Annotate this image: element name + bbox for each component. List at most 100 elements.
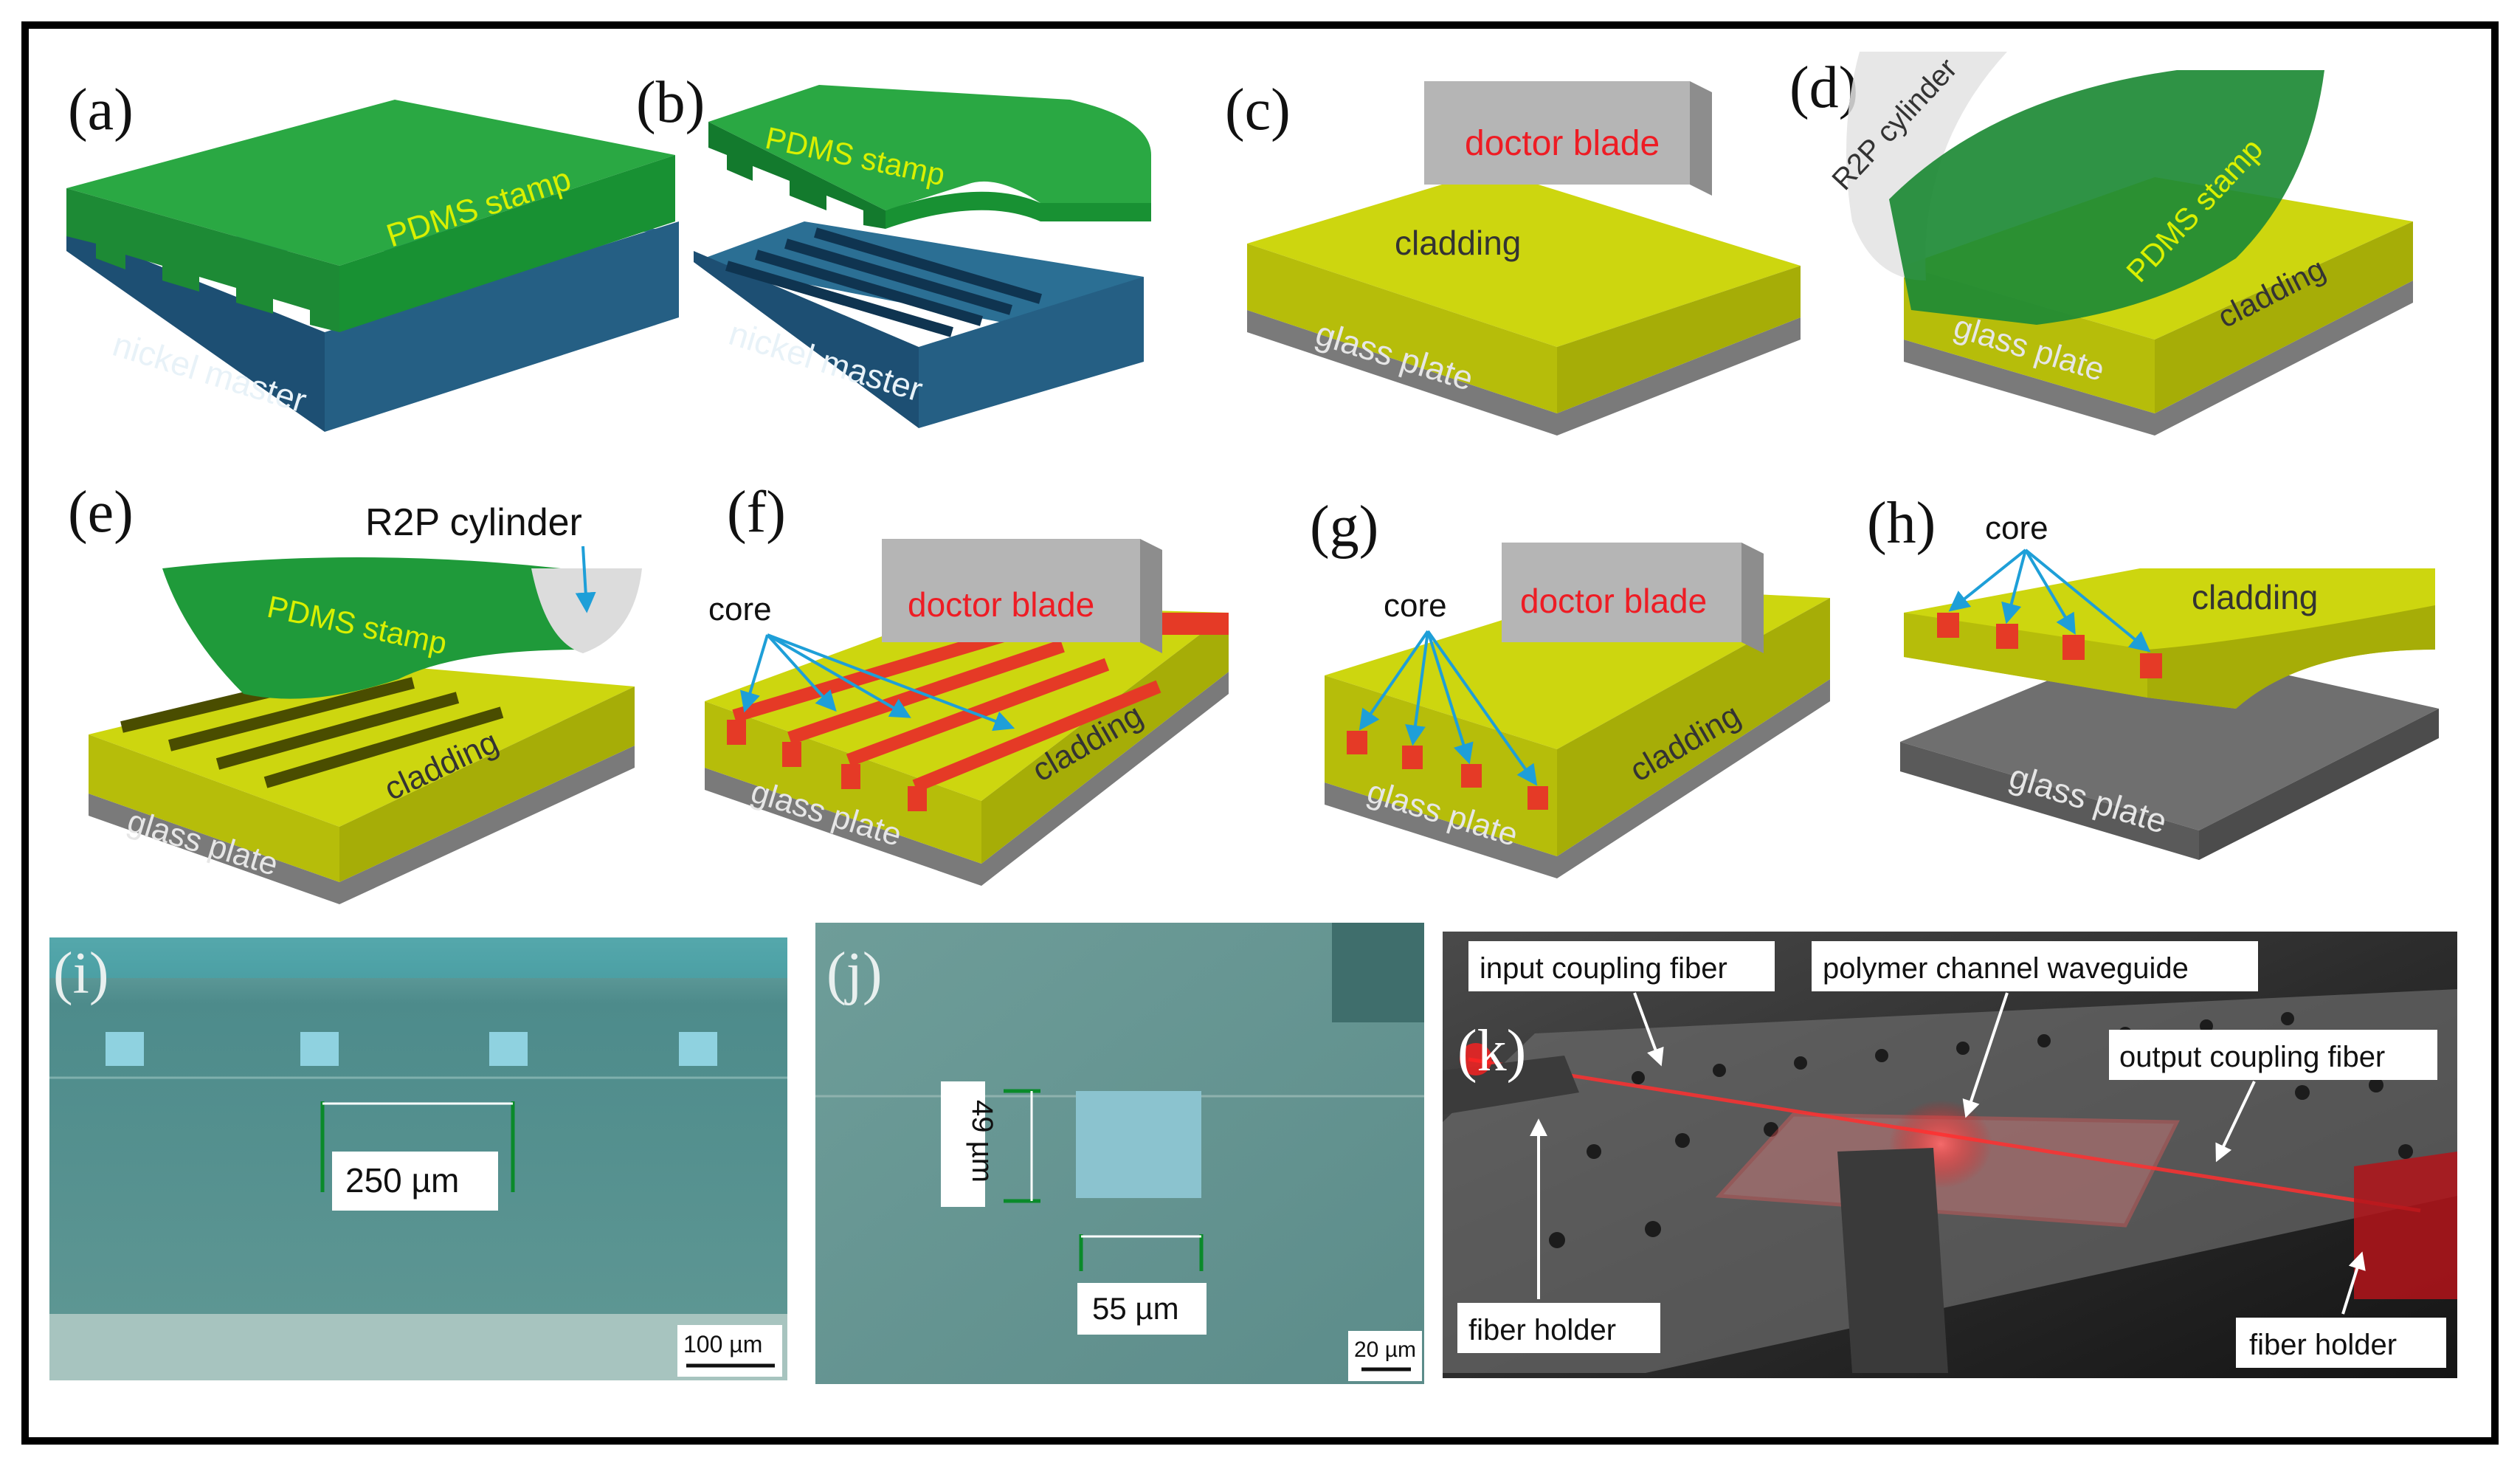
panel-a: (a) PDMS stamp nickel master [66,78,679,432]
channel-e-2 [168,677,415,751]
channel-e-4 [263,706,504,788]
core-square-g-2 [1402,746,1423,769]
label-doctor-blade-c: doctor blade [1465,124,1660,163]
groove-4 [814,227,1042,304]
cladding-side-c [1557,266,1801,413]
cladding-side-g [1557,598,1830,856]
label-cladding-h: cladding [2192,578,2318,616]
glass-plate-f [705,672,1229,886]
pdms-stamp-side [339,155,675,332]
channel-e-3 [215,692,460,770]
panel-f: (f) doctor blade core cladding glass pla… [705,480,1229,886]
core-line-f-2 [787,639,1065,745]
glass-plate-c [1247,310,1801,436]
glass-plate-g [1325,679,1830,878]
panel-g-letter: (g) [1310,495,1378,560]
label-doctor-blade-g: doctor blade [1520,582,1707,620]
label-box-j-width [1077,1283,1207,1335]
label-core-f: core [708,591,772,627]
nickel-master-front [66,229,325,432]
doctor-blade-g-side [1741,543,1764,653]
panel-c-letter: (c) [1225,78,1291,142]
label-spacing-i: 250 µm [345,1161,459,1200]
core-square-f-2 [782,742,801,767]
pdms-stamp-d [1889,70,2324,325]
arrow-core-f-4 [767,633,1015,732]
micrograph-j-corner [1332,923,1424,1022]
pdms-stamp-underside [708,122,886,229]
arrow-waveguide [1962,992,2009,1118]
pdms-stamp-front [66,188,339,332]
arrow-core-g-2 [1405,630,1429,746]
label-core-g: core [1384,588,1447,624]
label-holder-right: fiber holder [2249,1329,2397,1361]
arrow-core-g-1 [1359,630,1429,731]
cladding-side-f [981,613,1229,864]
core-square-h-2 [1996,624,2018,649]
panel-d: (d) R2P cylinder PDMS stamp cladding gla… [1789,52,2413,436]
pdms-stamp-top [66,100,675,266]
panel-f-letter: (f) [727,480,786,545]
arrow-core-f-3 [766,633,911,718]
label-width-j: 55 µm [1092,1291,1179,1326]
panel-a-letter: (a) [68,78,134,142]
pdms-stamp-peel [708,85,1151,210]
label-box-output-fiber [2109,1030,2437,1080]
core-line-f-3 [846,658,1110,767]
label-box-holder-right [2236,1318,2446,1368]
nickel-master-side [325,221,679,432]
label-r2p-cylinder-e: R2P cylinder [365,501,582,544]
label-box-j-height [941,1081,985,1207]
doctor-blade-c-side [1690,81,1712,196]
panel-i: 250 µm 100 µm (i) [49,937,787,1380]
panel-i-letter: (i) [53,941,109,1006]
pdms-stamp-e [162,557,583,699]
panel-h-letter: (h) [1867,491,1936,556]
cladding-film-front-h [1904,613,2147,698]
glass-plate-top-h [1900,642,2439,830]
cladding-front-g [1325,675,1557,856]
doctor-blade-g [1502,543,1741,642]
arrow-core-g-3 [1426,630,1474,765]
label-box-input-fiber [1468,941,1775,991]
cladding-front-c [1247,244,1557,413]
label-doctor-blade-f: doctor blade [908,585,1094,624]
arrow-core-h-3 [2024,548,2076,635]
core-square-g-3 [1461,764,1482,788]
core-line-f-4 [912,680,1161,793]
scalebar-box-j [1348,1331,1422,1381]
core-square-f-4 [908,786,927,811]
label-box-holder-left [1457,1303,1660,1353]
nickel-master-front-b [694,251,919,428]
core-square-g-4 [1527,786,1548,810]
label-box-i [332,1152,498,1211]
panel-g: (g) doctor blade core cladding glass pla… [1310,495,1830,878]
core-square-g-1 [1347,731,1367,754]
label-waveguide: polymer channel waveguide [1823,952,2189,985]
arrow-core-f-2 [766,633,837,712]
nickel-master-side-b [919,277,1144,428]
arrow-core-g-4 [1426,630,1538,786]
panel-j-letter: (j) [826,941,883,1006]
cladding-top-c [1247,170,1801,347]
waveguide-core-i-2 [300,1032,339,1066]
cladding-film-curl-h [2147,605,2435,709]
arrow-core-h-1 [1948,548,2027,612]
micrograph-i-topband [49,937,787,978]
panel-k-letter: (k) [1457,1019,1526,1084]
glass-plate-e [89,746,635,904]
core-square-f-1 [727,720,746,745]
arrow-r2p-e [575,546,596,613]
scalebar-box-i [677,1325,782,1377]
r2p-cylinder-d [1846,52,2007,281]
panel-b-letter: (b) [636,70,705,135]
groove-1 [725,261,953,337]
core-square-h-3 [2062,635,2085,660]
panel-k: input coupling fiber polymer channel wav… [1443,932,2457,1378]
arrow-core-h-4 [2024,548,2151,653]
fiber-beam-k [1468,1057,2421,1213]
label-output-fiber: output coupling fiber [2119,1041,2385,1073]
groove-2 [755,250,983,326]
arrow-output-fiber [2215,1081,2256,1163]
